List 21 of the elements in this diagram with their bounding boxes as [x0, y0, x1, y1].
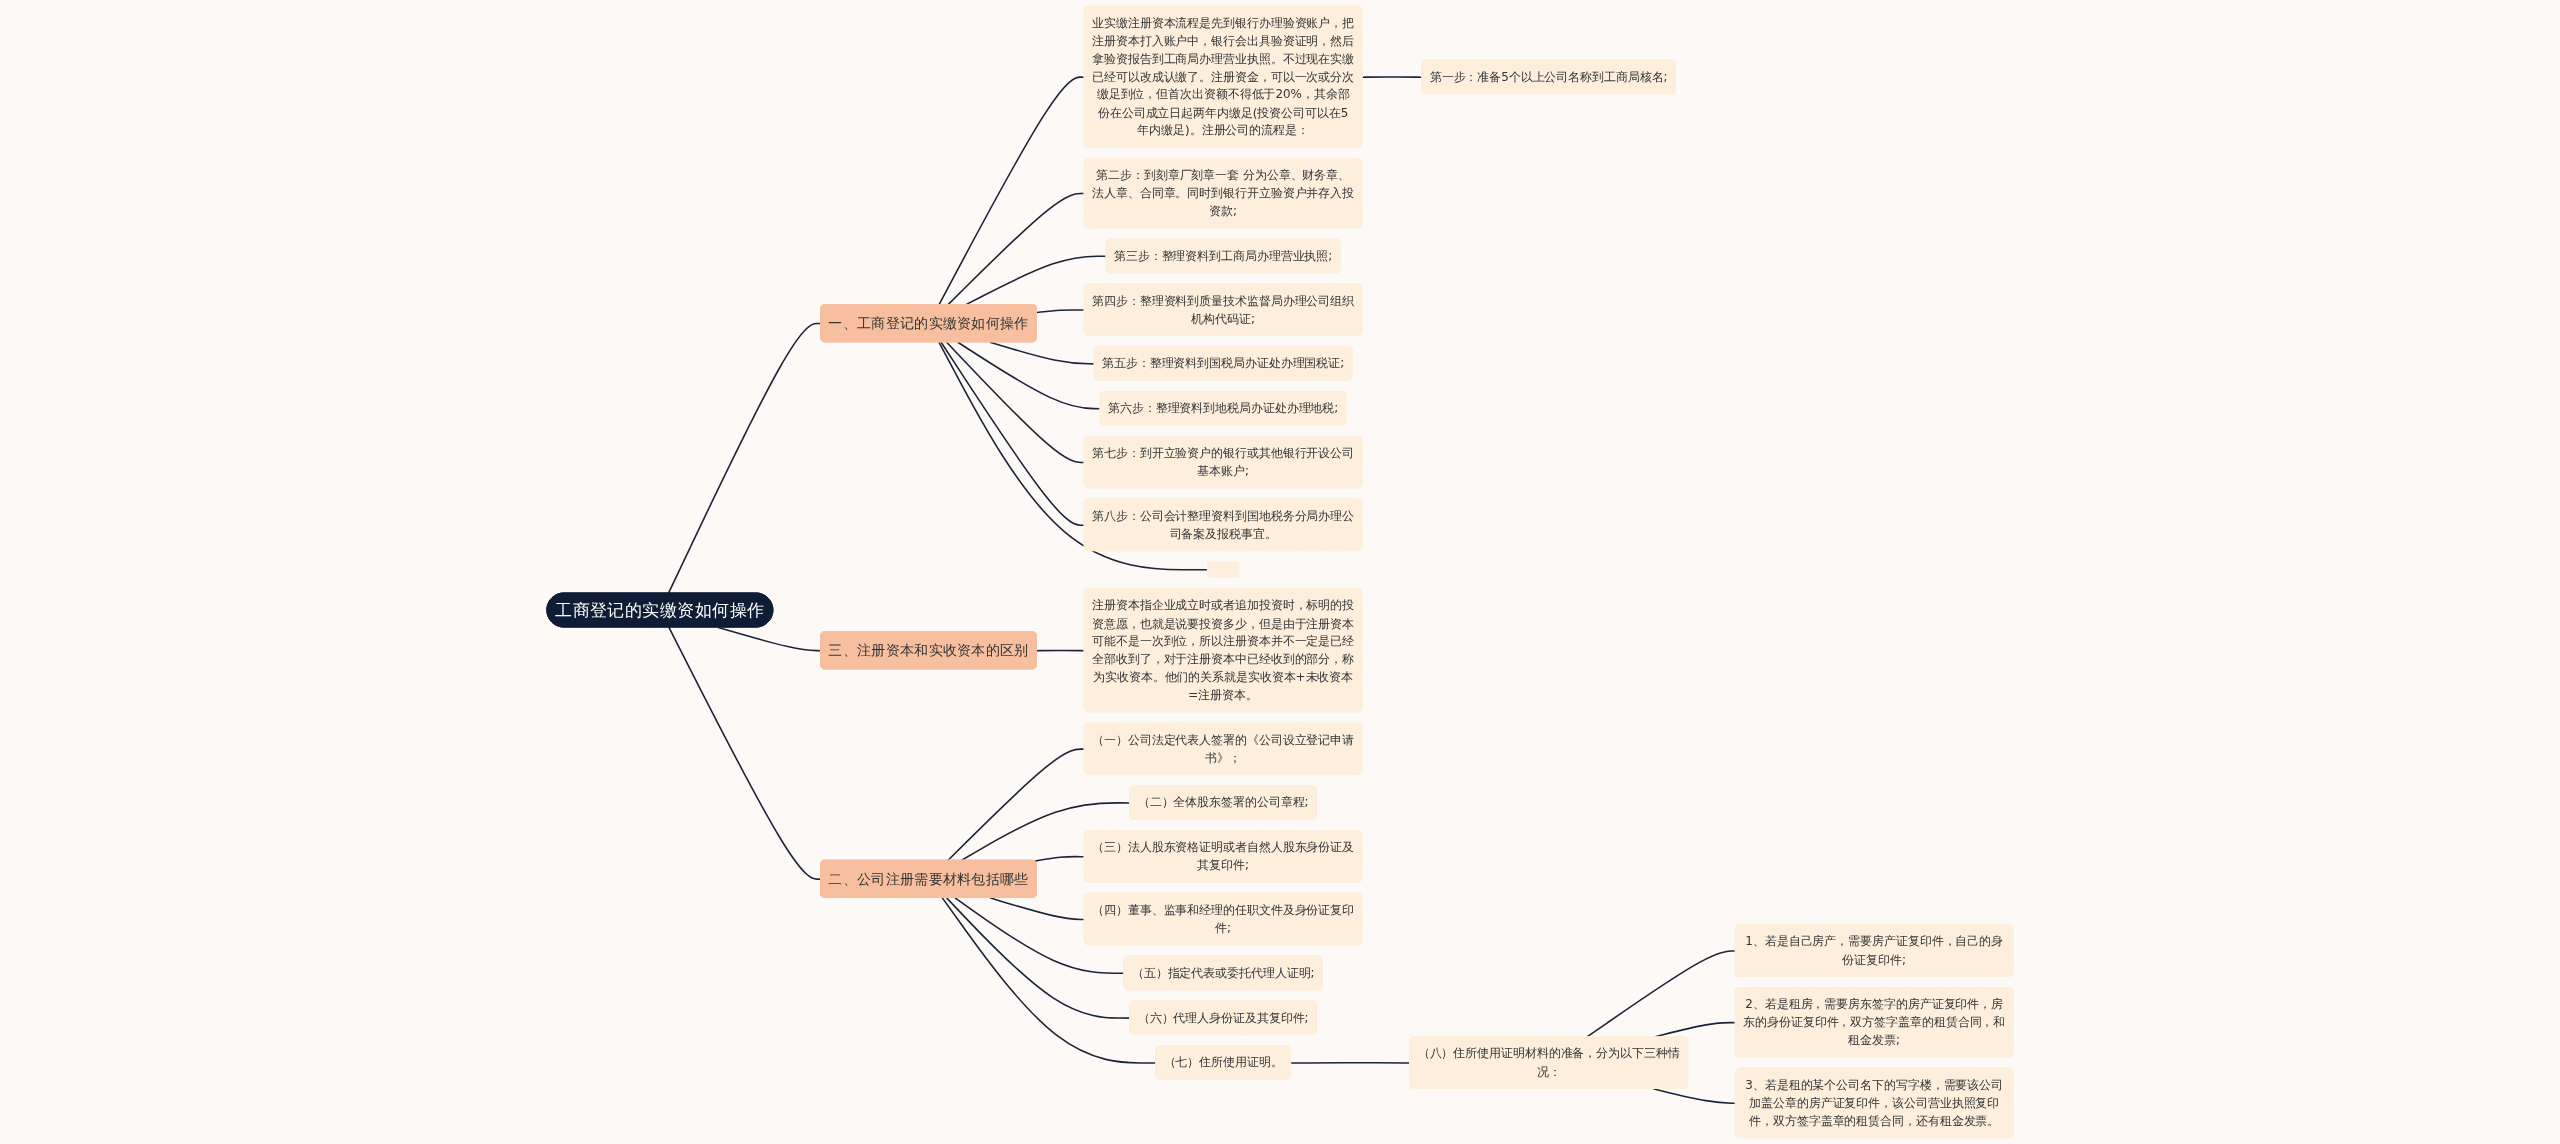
node-box: [1206, 561, 1240, 579]
connector: [1290, 1061, 1411, 1064]
connector: [1036, 649, 1086, 652]
connector: [1585, 950, 1737, 1038]
connector: [960, 802, 1131, 862]
connector: [941, 897, 1157, 1064]
connector: [989, 341, 1096, 365]
connector: [957, 341, 1102, 410]
connector: [945, 341, 1086, 464]
connector: [940, 341, 1086, 527]
connector: [938, 76, 1086, 306]
connector: [947, 192, 1086, 306]
connector: [668, 626, 822, 880]
connector: [947, 748, 1086, 862]
connector: [989, 897, 1086, 921]
connector: [945, 897, 1131, 1019]
connector: [1036, 309, 1086, 314]
connector: [1034, 855, 1086, 862]
connector: [1361, 76, 1423, 78]
connector: [1652, 1088, 1737, 1105]
connector: [938, 341, 1209, 571]
